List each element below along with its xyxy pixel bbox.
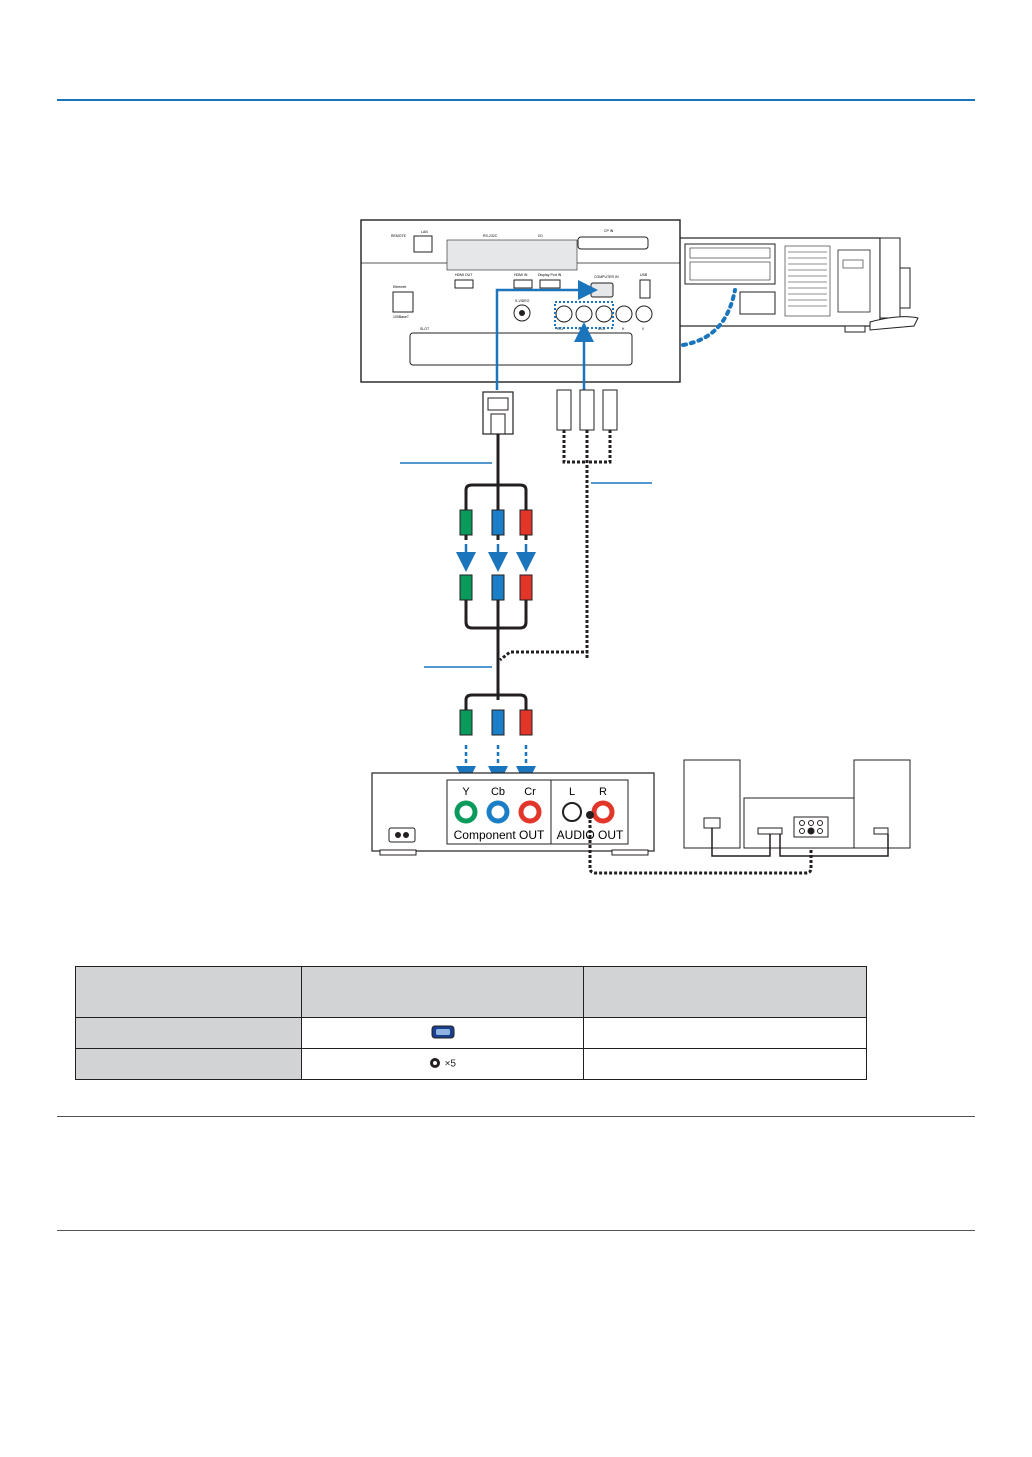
row2-col1 — [75, 1048, 302, 1080]
ethernet-speed-label: 100BaseT — [393, 315, 410, 319]
component-out-label: Component OUT — [454, 828, 545, 842]
remote-label: REMOTE — [391, 234, 407, 238]
bnc-plugs — [499, 389, 618, 662]
note-rule-top — [57, 1116, 975, 1117]
svideo-label: S-VIDEO — [515, 299, 530, 303]
table-row — [75, 1017, 867, 1049]
displayport-in-label: Display Port IN — [538, 273, 562, 277]
jack-label-r: R — [599, 786, 607, 798]
audio-cable — [588, 815, 813, 875]
audio-system — [683, 759, 911, 857]
computer-port-icon — [431, 1025, 455, 1042]
rs232-label: RS-232C — [483, 234, 498, 238]
top-rule — [57, 99, 975, 101]
spec-header-2 — [300, 966, 585, 1018]
spec-header-3 — [583, 966, 867, 1018]
jack-label-cb: Cb — [491, 786, 505, 798]
zoom-leader — [681, 288, 737, 347]
computer-in-arrow — [495, 280, 598, 390]
jack-label-cr: Cr — [524, 786, 536, 798]
slot-label: SLOT — [420, 327, 430, 331]
hdmi-out-label: HDMI OUT — [455, 273, 473, 277]
row1-col2 — [300, 1017, 585, 1049]
jack-label-y: Y — [462, 786, 470, 798]
rca-breakout-lower — [456, 693, 536, 786]
lan-label: LAN — [421, 230, 428, 234]
spec-table-header — [75, 966, 867, 1018]
spec-header-1 — [75, 966, 302, 1018]
usb-label: USB — [640, 273, 648, 277]
connection-diagram: REMOTE LAN RS-232C I/O CP IN Ethernet 10… — [360, 219, 919, 875]
note-rule-bottom — [57, 1230, 975, 1231]
computer-in-label: COMPUTER IN — [594, 275, 619, 279]
component-source-device: Y Cb Cr Component OUT L R AUDIO OUT — [371, 772, 655, 856]
bnc-label-h: H — [622, 327, 625, 331]
bnc-label-b: B/Cb — [598, 327, 605, 331]
row2-col3 — [583, 1048, 867, 1080]
rca-breakout-upper — [456, 470, 536, 700]
audio-plug — [586, 811, 594, 819]
row1-col3 — [583, 1017, 867, 1049]
spec-table: ×5 — [75, 966, 867, 1080]
ethernet-label: Ethernet — [393, 285, 406, 289]
row1-col1 — [75, 1017, 302, 1049]
row2-col2: ×5 — [300, 1048, 585, 1080]
projector-rear-panel: REMOTE LAN RS-232C I/O CP IN Ethernet 10… — [360, 219, 681, 383]
dsub-plug — [482, 391, 514, 470]
bnc-label-v: V — [642, 327, 645, 331]
projector-body — [674, 237, 919, 333]
bnc-port-icon — [429, 1057, 441, 1072]
io-label: I/O — [538, 234, 543, 238]
row2-suffix: ×5 — [444, 1058, 456, 1070]
table-row: ×5 — [75, 1048, 867, 1080]
jack-label-l: L — [569, 786, 575, 798]
cp-in-label: CP IN — [604, 229, 614, 233]
hdmi-in-label: HDMI IN — [514, 273, 528, 277]
